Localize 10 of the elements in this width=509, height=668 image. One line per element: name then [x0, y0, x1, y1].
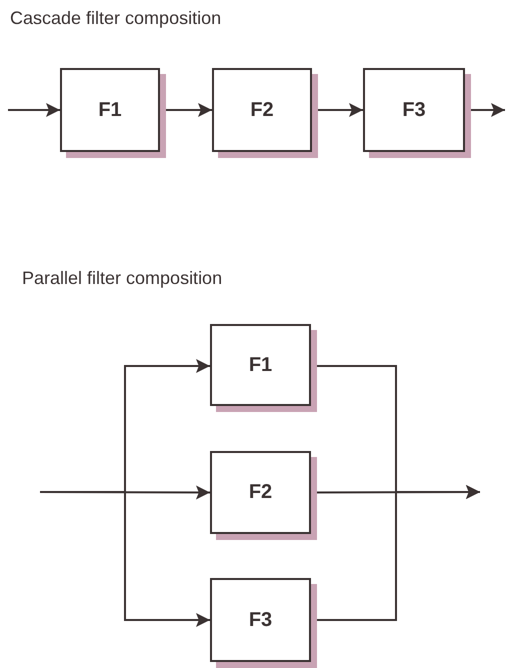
filter-label: F3 [248, 608, 272, 632]
arrow [8, 103, 60, 117]
section-heading: Parallel filter composition [22, 268, 222, 289]
section-heading: Cascade filter composition [10, 8, 222, 29]
filter-label: F1 [98, 98, 122, 122]
filter-label: F2 [250, 98, 274, 122]
filter-label: F2 [248, 481, 272, 504]
filter-label: F1 [248, 354, 272, 376]
filter-label: F3 [402, 98, 426, 122]
arrow [40, 491, 210, 627]
